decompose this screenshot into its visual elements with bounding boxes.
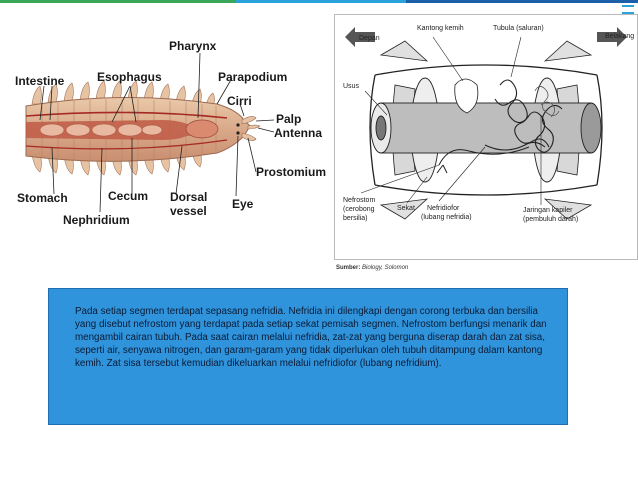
worm-anatomy-diagram: Pharynx Intestine Esophagus Parapodium C… [12,8,330,240]
label-cecum: Cecum [108,189,149,203]
label-eye: Eye [232,197,254,211]
eye-dot [236,123,240,127]
label-nefridiofor-1: Nefridiofor [427,205,460,212]
label-tubula: Tubula (saluran) [493,25,544,32]
label-pharynx: Pharynx [169,39,217,53]
label-depan: Depan [359,35,380,42]
label-kantong-kemih: Kantong kemih [417,25,464,32]
label-prostomium: Prostomium [256,165,327,179]
label-intestine: Intestine [15,74,65,88]
label-usus: Usus [343,83,359,90]
label-nefridiofor-2: (lubang nefridia) [421,214,472,221]
label-nefrostom-3: bersilia) [343,215,368,222]
label-stomach: Stomach [17,191,68,205]
source-prefix: Sumber: [336,265,361,271]
nephridia-diagram: Depan Belakang Kantong kemih Tubula (sal… [334,14,638,260]
nephridia-illustration [345,27,627,220]
label-esophagus: Esophagus [97,70,162,84]
label-sekat: Sekat [397,205,415,212]
label-nephridium: Nephridium [63,213,130,227]
label-cirri: Cirri [227,94,252,108]
label-nefrostom-1: Nefrostom [343,197,376,204]
label-jaringan-2: (pembuluh darah) [523,216,579,223]
explanation-paragraph: Pada setiap segmen terdapat sepasang nef… [75,306,547,369]
label-nefrostom-2: (cerobong [343,206,375,213]
worm-illustration [25,52,275,213]
source-caption: Sumber: Biology, Solomon [336,265,408,271]
arrow-right-icon [597,27,627,47]
label-antenna: Antenna [274,126,322,140]
arrow-left-icon [345,27,375,47]
top-accent-bar [0,0,638,3]
label-jaringan-1: Jaringan kapiler [523,207,573,214]
label-dorsal-vessel-1: Dorsal [170,190,208,204]
explanation-text-box: Pada setiap segmen terdapat sepasang nef… [48,288,568,425]
source-text: Biology, Solomon [362,265,409,271]
label-parapodium: Parapodium [218,70,288,84]
label-palp: Palp [276,112,302,126]
label-belakang: Belakang [605,33,635,40]
label-dorsal-vessel-2: vessel [170,204,207,218]
